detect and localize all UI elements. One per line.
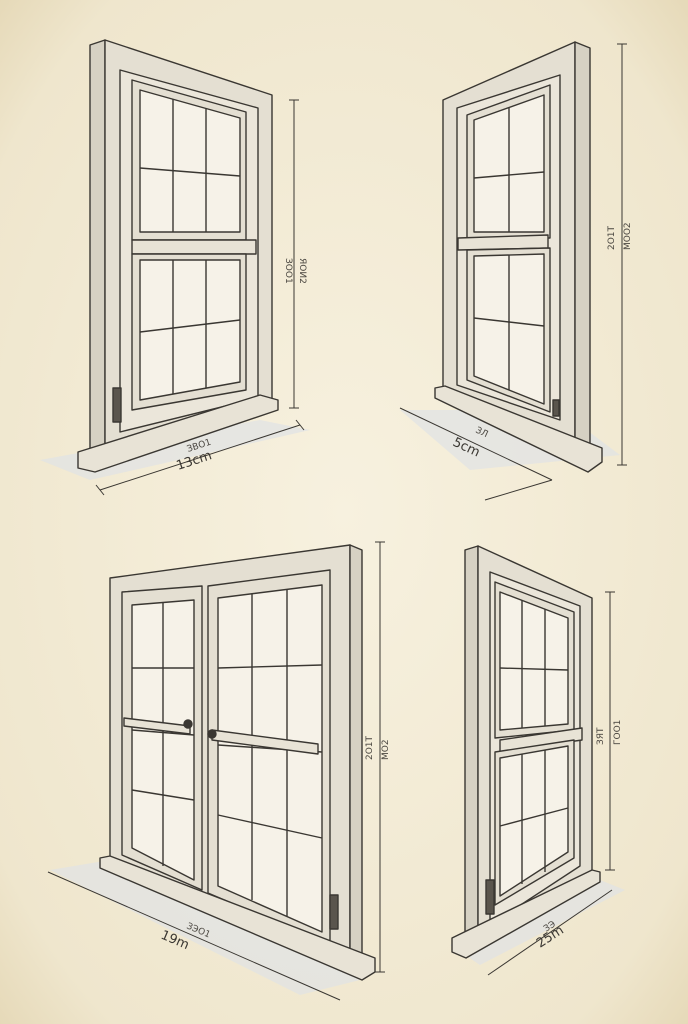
frame-side [349, 544, 363, 966]
frame-side [464, 545, 479, 951]
height-sublabel-bottom-left: МО2 [381, 739, 391, 760]
hinge-icon [485, 879, 495, 915]
handle-icon [183, 719, 193, 729]
hinge-icon [112, 387, 122, 423]
right-glass [217, 584, 323, 933]
handle-icon [207, 729, 217, 739]
ground-shadow [50, 860, 360, 995]
dimension-lines-top-right [399, 43, 627, 501]
frame-side [574, 41, 591, 456]
window-drawing-bottom-right [450, 545, 625, 965]
height-sublabel-bottom-right: ГОО1 [613, 720, 623, 745]
sill [434, 385, 603, 473]
sill [77, 394, 279, 473]
height-sublabel-top-right: МОО2 [623, 222, 633, 250]
sill [451, 869, 601, 959]
height-label-bottom-right: ЗЯТ [596, 727, 606, 745]
meeting-rail [131, 239, 257, 255]
window-drawing-bottom-left [50, 544, 376, 995]
height-sublabel-top-left: ЯОИ2 [297, 258, 307, 284]
ground-shadow [450, 880, 625, 965]
dimension-lines-top-left [95, 99, 305, 496]
left-rail [123, 717, 191, 735]
width-sublabel-top-right: ЗЛ [474, 426, 490, 440]
height-label-top-right: 2О1Т [607, 225, 617, 250]
height-label-bottom-left: 2О1Т [365, 735, 375, 760]
window-drawing-top-left [40, 39, 310, 480]
latch-icon [552, 399, 560, 417]
dimension-lines-bottom-left [47, 541, 385, 1001]
hinge-icon [329, 894, 339, 930]
frame-side [89, 39, 106, 461]
window-drawing-top-right [400, 41, 620, 473]
height-label-top-left: ЗОО1 [283, 258, 293, 284]
dimension-lines-bottom-right [487, 591, 615, 976]
meeting-rail [499, 727, 583, 753]
